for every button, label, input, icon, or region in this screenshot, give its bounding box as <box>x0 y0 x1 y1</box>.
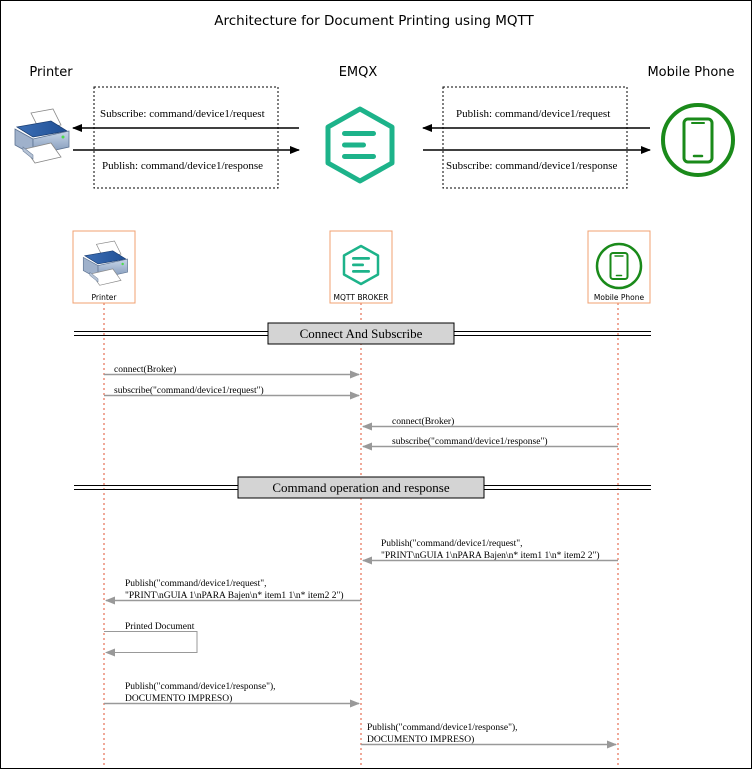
participant-printer-label: Printer <box>92 293 118 302</box>
printer-icon <box>14 108 70 164</box>
phone-subscribe-topic: Subscribe: command/device1/response <box>446 160 617 172</box>
self-message-arrow <box>104 631 198 657</box>
phone-topics-box <box>442 86 628 189</box>
message-label: connect(Broker) <box>114 364 176 375</box>
mobile-phone-label: Mobile Phone <box>647 65 734 80</box>
message-label: Publish("command/device1/response"), <box>125 681 276 692</box>
section-command-response: Command operation and response <box>74 476 651 499</box>
participant-phone-label: Mobile Phone <box>594 293 645 302</box>
section-connect-subscribe: Connect And Subscribe <box>74 322 651 345</box>
participant-broker-label: MQTT BROKER <box>334 293 389 302</box>
printer-publish-topic: Publish: command/device1/response <box>102 160 263 172</box>
message-label: "PRINT\nGUIA 1\nPARA Bajen\n* item1 1\n*… <box>381 550 600 561</box>
section-connect-label: Connect And Subscribe <box>300 326 423 341</box>
message-label: DOCUMENTO IMPRESO) <box>367 734 474 745</box>
message-label: subscribe("command/device1/response") <box>392 436 547 447</box>
self-message-label: Printed Document <box>125 622 195 632</box>
participant-phone: Mobile Phone <box>587 230 651 304</box>
emqx-label: EMQX <box>339 65 378 80</box>
message-label: connect(Broker) <box>392 416 454 427</box>
message-label: Publish("command/device1/request", <box>381 538 523 549</box>
printer-subscribe-topic: Subscribe: command/device1/request <box>100 108 265 120</box>
message-label: "PRINT\nGUIA 1\nPARA Bajen\n* item1 1\n*… <box>125 590 344 601</box>
message-label: subscribe("command/device1/request") <box>114 385 264 396</box>
participant-printer: Printer <box>72 230 136 304</box>
smartphone-icon <box>661 103 735 177</box>
message-label: Publish("command/device1/response"), <box>367 722 518 733</box>
message-label: Publish("command/device1/request", <box>125 578 267 589</box>
smartphone-icon <box>595 242 643 290</box>
message-label: DOCUMENTO IMPRESO) <box>125 693 232 704</box>
emqx-hexagon-icon <box>342 244 380 286</box>
emqx-hexagon-icon <box>325 106 395 184</box>
printer-label: Printer <box>29 65 73 80</box>
phone-publish-topic: Publish: command/device1/request <box>456 108 610 120</box>
section-command-label: Command operation and response <box>272 480 449 495</box>
participant-broker: MQTT BROKER <box>329 230 393 304</box>
printer-topics-box <box>93 86 279 189</box>
diagram-title: Architecture for Document Printing using… <box>214 13 534 29</box>
